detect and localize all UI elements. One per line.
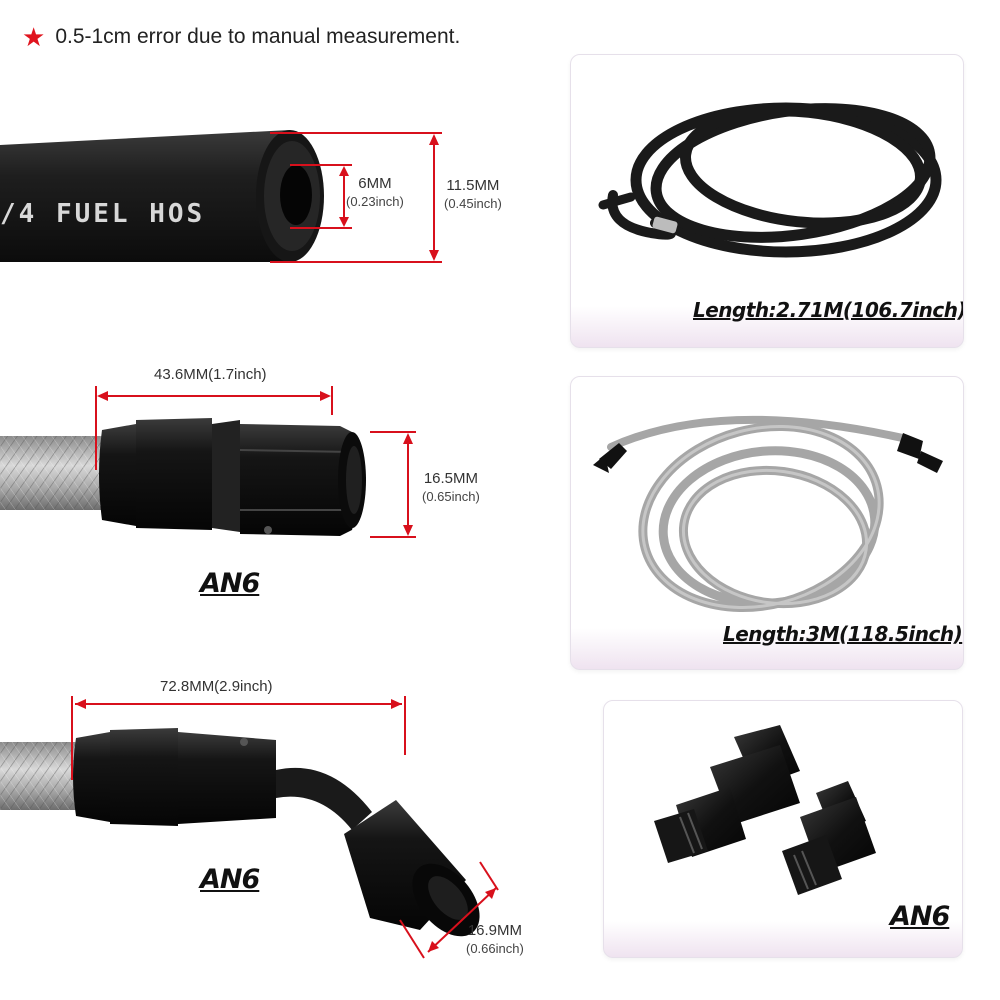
angled-fitting-diameter-mm: 16.9MM	[467, 922, 522, 939]
hose-outer-inch: (0.45inch)	[444, 195, 502, 211]
angled-fitting-diameter-inch: (0.66inch)	[466, 940, 524, 956]
adapters-card: AN6	[603, 700, 963, 958]
measurement-note-text: 0.5-1cm error due to manual measurement.	[55, 25, 461, 48]
hose-inner-mm: 6MM	[358, 175, 392, 192]
angled-fitting-length: 72.8MM(2.9inch)	[160, 678, 273, 695]
hose-inner-dimension: 6MM (0.23inch)	[346, 175, 404, 210]
straight-fitting-diameter: 16.5MM (0.65inch)	[422, 470, 480, 505]
angled-fitting-diameter: 16.9MM (0.66inch)	[466, 922, 524, 957]
braided-hose-coil-image	[593, 415, 943, 612]
hose-inner-inch: (0.23inch)	[346, 193, 404, 209]
angled-fitting-image	[0, 728, 480, 937]
braided-hose-length-label: Length:3M(118.5inch)	[723, 622, 963, 646]
measurement-note: ★ 0.5-1cm error due to manual measuremen…	[22, 24, 460, 50]
angled-fitting-size-label: AN6	[200, 864, 260, 895]
black-hose-card: Length:2.71M(106.7inch)	[570, 54, 964, 348]
hose-outer-mm: 11.5MM	[446, 177, 500, 194]
adapters-size-label: AN6	[890, 901, 950, 932]
black-hose-coil-image	[598, 102, 942, 258]
braided-hose-card: Length:3M(118.5inch)	[570, 376, 964, 670]
straight-fitting-length: 43.6MM(1.7inch)	[154, 366, 267, 383]
star-icon: ★	[22, 22, 46, 52]
straight-fitting-diameter-mm: 16.5MM	[423, 470, 478, 487]
product-dimension-diagrams: /4 FUEL HOS	[0, 130, 499, 959]
hose-outer-dimension: 11.5MM (0.45inch)	[444, 177, 502, 212]
an6-adapters-image	[654, 725, 876, 895]
straight-fitting-image	[0, 418, 366, 536]
rubber-hose-image: /4 FUEL HOS	[0, 130, 324, 262]
straight-fitting-size-label: AN6	[200, 568, 260, 599]
black-hose-length-label: Length:2.71M(106.7inch)	[693, 298, 964, 322]
straight-fitting-diameter-inch: (0.65inch)	[422, 488, 480, 504]
hose-print-text: /4 FUEL HOS	[0, 199, 205, 229]
